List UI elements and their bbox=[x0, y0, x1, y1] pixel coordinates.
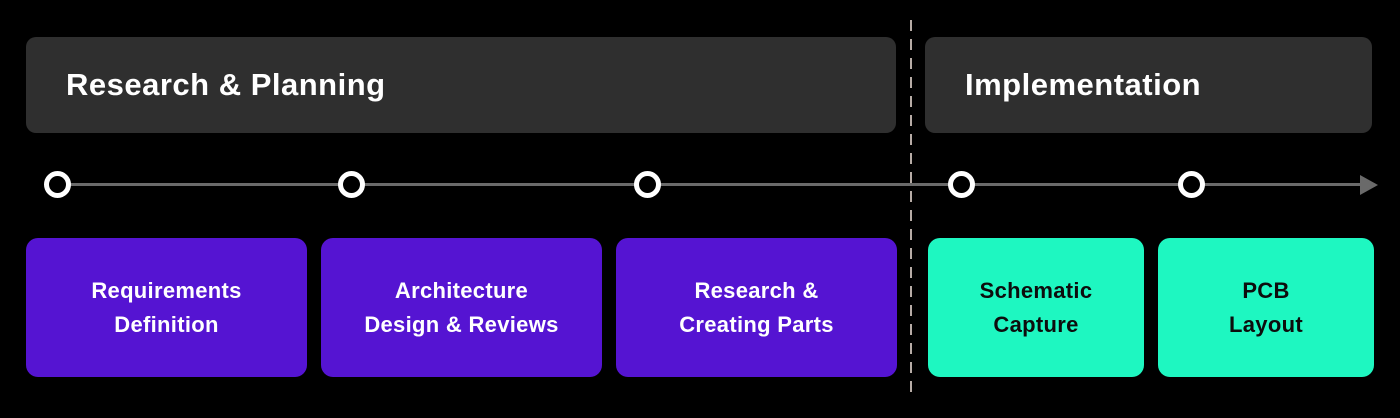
step-label-line: Design & Reviews bbox=[364, 311, 559, 337]
step-card-architecture-design-reviews: Architecture Design & Reviews bbox=[321, 238, 602, 377]
phase-band-research-planning: Research & Planning bbox=[26, 37, 896, 133]
step-label-line: Layout bbox=[1229, 311, 1303, 337]
step-label-line: Definition bbox=[114, 311, 219, 337]
step-label-line: Schematic bbox=[979, 277, 1093, 303]
timeline-node-2 bbox=[338, 171, 365, 198]
phase-label-research-planning: Research & Planning bbox=[66, 67, 386, 102]
timeline-node-1 bbox=[44, 171, 71, 198]
step-label-line: PCB bbox=[1242, 277, 1290, 303]
step-label-line: Architecture bbox=[394, 277, 529, 303]
timeline-node-5 bbox=[1178, 171, 1205, 198]
arrow-right-icon bbox=[1360, 175, 1378, 195]
timeline-node-4 bbox=[948, 171, 975, 198]
phase-divider-dashed-line bbox=[910, 20, 912, 395]
timeline-axis bbox=[58, 183, 1364, 186]
step-card-schematic-capture: Schematic Capture bbox=[928, 238, 1144, 377]
step-card-requirements-definition: Requirements Definition bbox=[26, 238, 307, 377]
timeline-node-3 bbox=[634, 171, 661, 198]
step-card-pcb-layout: PCB Layout bbox=[1158, 238, 1374, 377]
step-label-line: Creating Parts bbox=[679, 311, 834, 337]
step-label-line: Requirements bbox=[91, 277, 242, 303]
step-label-line: Capture bbox=[993, 311, 1079, 337]
phase-band-implementation: Implementation bbox=[925, 37, 1372, 133]
step-label-line: Research & bbox=[694, 277, 819, 303]
phase-label-implementation: Implementation bbox=[965, 67, 1202, 102]
step-card-research-creating-parts: Research & Creating Parts bbox=[616, 238, 897, 377]
